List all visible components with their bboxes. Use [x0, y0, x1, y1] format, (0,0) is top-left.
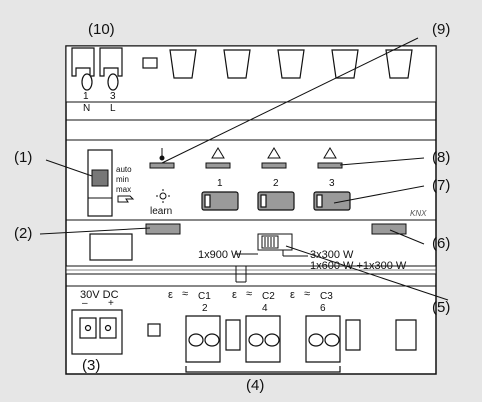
top-terminals	[71, 47, 413, 91]
epsilon-1: ε	[168, 289, 173, 301]
dimmer-load-icon: ≈	[182, 288, 189, 300]
callout-10: (10)	[88, 21, 115, 38]
top-terminal-block	[65, 45, 437, 103]
callout-7: (7)	[432, 177, 451, 194]
channel-3-label: 3	[329, 178, 335, 189]
channel-button-3	[313, 191, 351, 211]
terminal-2-label: 2	[202, 303, 208, 314]
epsilon-3: ε	[290, 289, 295, 301]
callout-4: (4)	[246, 377, 265, 394]
callout-8: (8)	[432, 149, 451, 166]
terminal-3-letter: L	[110, 103, 116, 114]
mode-max-label: max	[116, 185, 132, 194]
mode-auto-label: auto	[116, 165, 132, 174]
thermometer-icon	[159, 148, 165, 161]
bottom-terminals	[147, 315, 417, 363]
load-slide-switch[interactable]	[257, 233, 293, 251]
learn-label: learn	[150, 206, 173, 217]
mode-switch[interactable]	[87, 149, 113, 217]
knx-logo: KNX	[410, 209, 427, 218]
terminal-1-letter: N	[83, 103, 91, 114]
warning-triangle-icon	[211, 147, 337, 159]
channel-c2-label: C2	[262, 291, 275, 302]
callout-3: (3)	[82, 357, 101, 374]
terminal-3-number: 3	[110, 91, 116, 102]
hand-icon	[117, 195, 135, 203]
dimmer-load-icon: ≈	[246, 288, 253, 300]
mode-min-label: min	[116, 175, 129, 184]
callout-9: (9)	[432, 21, 451, 38]
channel-buttons[interactable]	[201, 191, 351, 211]
terminal-6-label: 6	[320, 303, 326, 314]
channel-button-1	[201, 191, 239, 211]
channel-2-label: 2	[273, 178, 279, 189]
sun-icon	[156, 189, 170, 203]
power-label: 30V DC	[80, 289, 119, 301]
leader-lines	[39, 37, 449, 301]
slider-label-1x600: 1x600 W +1x300 W	[310, 260, 407, 272]
power-connector	[71, 309, 123, 355]
epsilon-2: ε	[232, 289, 237, 301]
channel-c1-label: C1	[198, 291, 211, 302]
callout-2: (2)	[14, 225, 33, 242]
channel-button-2	[257, 191, 295, 211]
power-plus: +	[108, 298, 114, 309]
callout-1: (1)	[14, 149, 33, 166]
slider-label-1x900: 1x900 W	[198, 249, 242, 261]
learn-button[interactable]	[145, 223, 181, 235]
callout-5: (5)	[432, 299, 451, 316]
callout-6: (6)	[432, 235, 451, 252]
channel-c3-label: C3	[320, 291, 333, 302]
cover-flap	[89, 233, 133, 261]
terminal-4-label: 4	[262, 303, 268, 314]
slider-label-3x300: 3x300 W	[310, 249, 354, 261]
dimmer-load-icon: ≈	[304, 288, 311, 300]
power-minus: –	[82, 298, 88, 309]
channel-1-label: 1	[217, 178, 223, 189]
terminal-1-number: 1	[83, 91, 89, 102]
knx-programming-button[interactable]	[371, 223, 407, 235]
bracket-4	[185, 366, 341, 373]
